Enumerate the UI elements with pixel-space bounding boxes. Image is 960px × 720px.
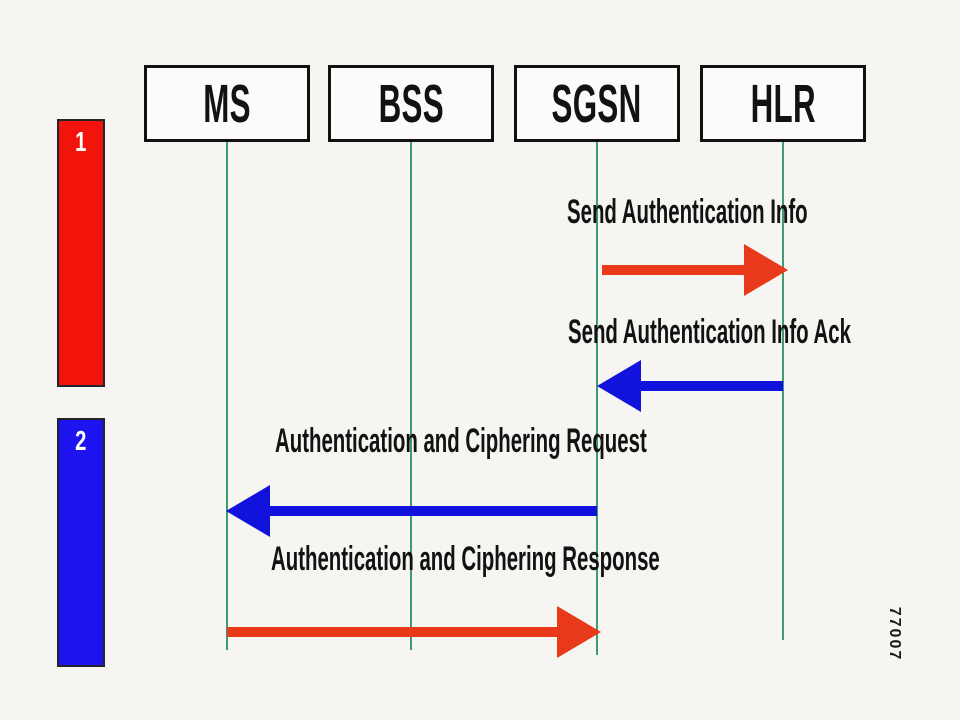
entity-box-bss: BSS	[328, 65, 494, 142]
message-label-send-auth-info: Send Authentication Info	[567, 193, 808, 231]
entity-box-sgsn: SGSN	[514, 65, 680, 142]
lifeline-ms	[226, 142, 228, 650]
phase-bar-2: 2	[57, 418, 105, 667]
figure-number: 77007	[886, 606, 903, 662]
entity-label-sgsn: SGSN	[552, 73, 642, 134]
arrow-send-auth-info	[602, 265, 748, 275]
phase-2-label: 2	[75, 425, 87, 456]
lifeline-bss	[410, 142, 412, 650]
lifeline-hlr	[782, 142, 784, 640]
message-label-send-auth-info-ack: Send Authentication Info Ack	[568, 313, 851, 351]
arrow-send-auth-info-ack	[639, 381, 783, 391]
entity-label-ms: MS	[203, 73, 251, 134]
arrow-auth-ciphering-request	[268, 506, 597, 516]
entity-box-hlr: HLR	[700, 65, 866, 142]
arrowhead-left-icon	[226, 485, 270, 537]
message-label-auth-ciphering-request: Authentication and Ciphering Request	[275, 422, 647, 460]
arrow-auth-ciphering-response	[227, 627, 559, 637]
arrowhead-left-icon	[597, 360, 641, 412]
entity-box-ms: MS	[144, 65, 310, 142]
entity-label-hlr: HLR	[750, 73, 816, 134]
phase-bar-1: 1	[57, 119, 105, 387]
arrowhead-right-icon	[744, 244, 788, 296]
phase-1-label: 1	[75, 126, 87, 157]
entity-label-bss: BSS	[378, 73, 444, 134]
arrowhead-right-icon	[557, 606, 601, 658]
message-label-auth-ciphering-response: Authentication and Ciphering Response	[271, 540, 660, 578]
